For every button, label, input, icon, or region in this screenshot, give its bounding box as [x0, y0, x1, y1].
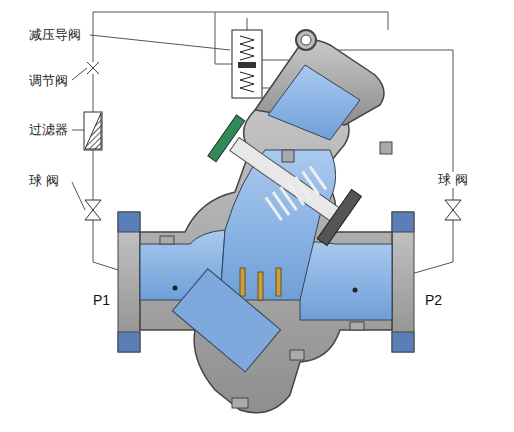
pressure-label: P1: [92, 292, 111, 308]
part-label: 调节阀: [28, 73, 69, 89]
part-label: 过滤器: [28, 122, 69, 138]
part-label: 减压导阀: [28, 27, 82, 43]
pressure-label: P2: [424, 292, 443, 308]
part-label: 球 阀: [437, 172, 469, 188]
part-label: 球 阀: [28, 173, 60, 189]
